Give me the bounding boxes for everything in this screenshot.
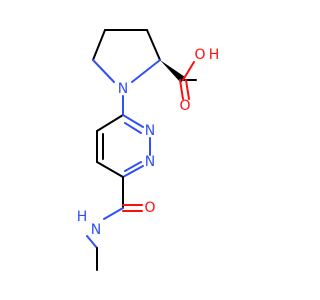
pyridazine-ring	[96, 114, 151, 178]
bond-c5a-c6a	[96, 161, 124, 178]
stereo-wedge-bond	[160, 60, 185, 83]
bond-c3a-c4a	[96, 114, 124, 132]
atom-o-carbonyl-amide: O	[144, 200, 155, 216]
atom-n-pyrrolidine: N	[118, 81, 128, 97]
bond-n1-c2	[131, 59, 161, 83]
atom-n-pyridazine-2: N	[145, 154, 155, 170]
bond-c5-n1	[92, 59, 115, 83]
bond-n-c3a	[122, 114, 144, 128]
carboxylic-acid	[160, 60, 197, 100]
atom-n-amide: N	[91, 222, 101, 238]
amide-group	[86, 176, 143, 271]
molecule-structure: N N N O H O O H N	[77, 29, 220, 271]
pyrrolidine-ring	[92, 29, 161, 83]
bond-c6a-n	[122, 165, 144, 178]
bond-c4-c5	[92, 29, 106, 61]
atom-n-pyridazine-1: N	[145, 123, 155, 139]
bond-ccarboxyl-oh	[182, 61, 195, 81]
atom-o-carbonyl-acid: O	[179, 98, 190, 114]
bond-camide-n	[103, 207, 124, 220]
bond-n-methyl	[86, 235, 98, 249]
bond-ccarboxyl-o-double-2	[185, 79, 190, 100]
bond-c2-c3	[146, 29, 161, 61]
atom-h-amide: H	[77, 209, 88, 225]
bond-ccarboxyl-o-double-1	[179, 79, 184, 100]
bond-c6a-n-inner	[124, 161, 142, 172]
atom-o-hydroxyl: O	[194, 47, 205, 63]
atom-h-hydroxyl: H	[209, 47, 220, 63]
bond-n-c3a-inner	[124, 122, 142, 134]
